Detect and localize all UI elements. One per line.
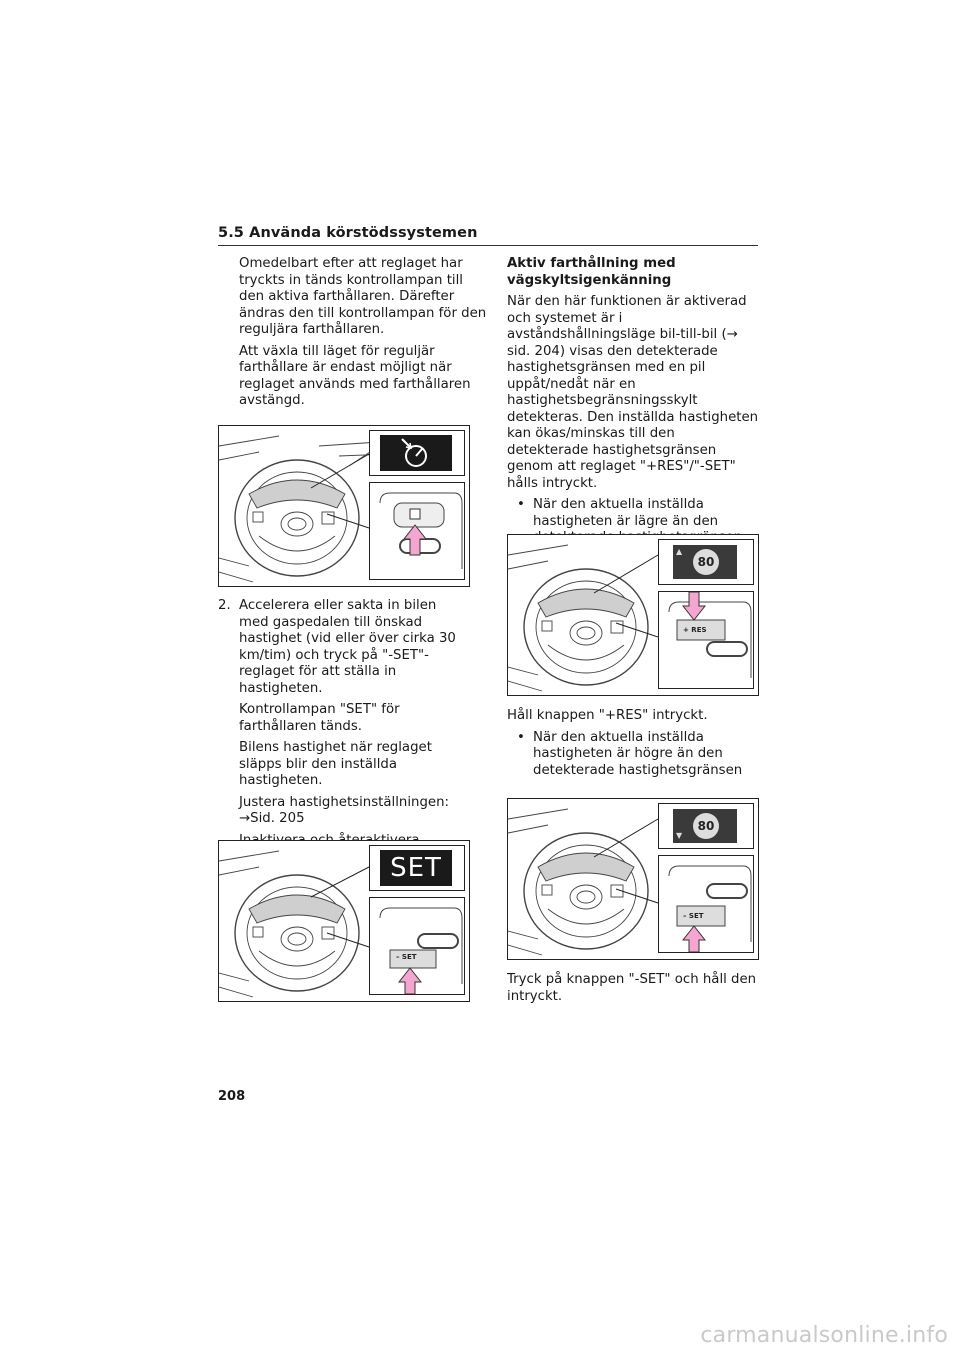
figure-cruise-mode-switch bbox=[218, 425, 470, 587]
speed-sign-display: ▼ 80 bbox=[673, 809, 737, 843]
figure-set-switch: SET – SET bbox=[218, 840, 470, 1002]
speed-limit-sign: 80 bbox=[693, 813, 719, 839]
intro-paragraph-2: Att växla till läget för reguljär farthå… bbox=[239, 343, 471, 409]
header-rule bbox=[218, 245, 758, 246]
steering-wheel-illustration bbox=[219, 850, 370, 998]
step-2-text: 2. Accelerera eller sakta in bilen med g… bbox=[218, 598, 470, 871]
cruise-indicator-display bbox=[380, 435, 452, 471]
bullet-text-2: När den aktuella inställda hastigheten ä… bbox=[533, 729, 743, 778]
hold-set-text: Tryck på knappen "-SET" och håll den int… bbox=[507, 972, 757, 1004]
section-heading: Aktiv farthållning med vägskyltsigenkänn… bbox=[507, 256, 676, 288]
bullet-marker: • bbox=[517, 729, 525, 745]
arrow-up-icon: ▲ bbox=[676, 547, 683, 556]
switch-panel-illustration bbox=[379, 492, 463, 569]
step-2-note-3: Justera hastighetsinställningen: →Sid. 2… bbox=[239, 794, 449, 827]
switch-inset: + RES bbox=[658, 591, 754, 689]
res-button-label: + RES bbox=[683, 626, 707, 634]
steering-wheel-illustration bbox=[508, 808, 659, 956]
page-number: 208 bbox=[218, 1089, 246, 1104]
set-button-label: – SET bbox=[396, 953, 417, 961]
left-intro-text: Omedelbart efter att reglaget har tryckt… bbox=[218, 256, 491, 415]
figure-set-hold-switch: ▼ 80 – SET bbox=[507, 798, 759, 960]
step-2-note-1: Kontrollampan "SET" för farthållaren tän… bbox=[239, 702, 400, 734]
set-button-label: – SET bbox=[683, 912, 704, 920]
right-bottom-text: Tryck på knappen "-SET" och håll den int… bbox=[507, 972, 759, 1010]
indicator-inset: ▼ 80 bbox=[658, 803, 754, 849]
speed-limit-sign: 80 bbox=[693, 549, 719, 575]
step-2-note-2: Bilens hastighet när reglaget släpps bli… bbox=[239, 740, 432, 788]
steering-wheel-illustration bbox=[219, 435, 390, 583]
steering-wheel-illustration bbox=[508, 544, 659, 692]
indicator-inset: ▲ 80 bbox=[658, 539, 754, 585]
step-2-instruction: Accelerera eller sakta in bilen med gasp… bbox=[239, 598, 456, 696]
switch-panel-illustration bbox=[379, 907, 463, 994]
switch-panel-illustration bbox=[668, 865, 752, 952]
hold-res-text: Håll knappen "+RES" intryckt. bbox=[507, 708, 708, 723]
set-indicator-display: SET bbox=[380, 850, 452, 886]
cruise-control-icon bbox=[401, 438, 427, 467]
section-title: 5.5 Använda körstödssystemen bbox=[218, 225, 478, 241]
section-header: 5.5 Använda körstödssystemen bbox=[218, 225, 758, 246]
bullet-marker: • bbox=[517, 497, 525, 512]
right-middle-text: Håll knappen "+RES" intryckt. • När den … bbox=[507, 708, 759, 784]
switch-panel-illustration bbox=[668, 592, 752, 678]
step-number: 2. bbox=[218, 598, 231, 613]
indicator-inset bbox=[369, 430, 465, 476]
intro-paragraph-1: Omedelbart efter att reglaget har tryckt… bbox=[239, 256, 487, 337]
speed-sign-display: ▲ 80 bbox=[673, 545, 737, 579]
right-column-text: Aktiv farthållning med vägskyltsigenkänn… bbox=[507, 256, 759, 552]
switch-inset: – SET bbox=[658, 855, 754, 953]
watermark: carmanualsonline.info bbox=[700, 1323, 948, 1348]
description-paragraph: När den här funktionen är aktiverad och … bbox=[507, 294, 759, 491]
step-2: 2. Accelerera eller sakta in bilen med g… bbox=[218, 598, 470, 697]
switch-inset: – SET bbox=[369, 897, 465, 995]
switch-inset bbox=[369, 482, 465, 580]
figure-res-switch: ▲ 80 + RES bbox=[507, 534, 759, 696]
arrow-down-icon: ▼ bbox=[676, 831, 683, 840]
indicator-inset: SET bbox=[369, 845, 465, 891]
bullet-item-2: • När den aktuella inställda hastigheten… bbox=[507, 730, 759, 780]
